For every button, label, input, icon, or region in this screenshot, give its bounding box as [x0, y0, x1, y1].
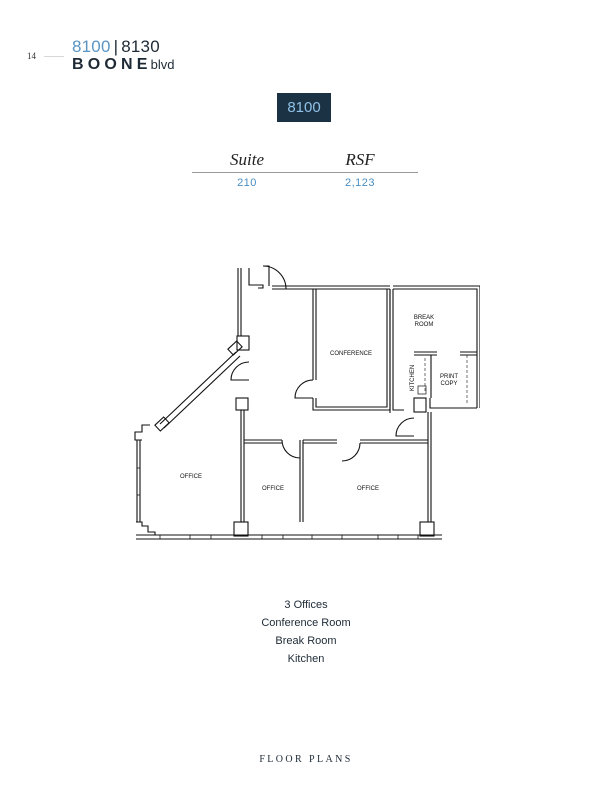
room-label-kitchen: KITCHEN — [410, 365, 416, 391]
room-label-office-left: OFFICE — [180, 474, 202, 480]
footer-section-title: FLOOR PLANS — [259, 754, 353, 765]
page-number-rule — [44, 56, 64, 57]
room-label-office-right: OFFICE — [357, 486, 379, 492]
suite-rsf: 2,123 — [344, 177, 376, 189]
features-list: 3 Offices Conference Room Break Room Kit… — [206, 596, 406, 668]
page-number: 14 — [27, 51, 36, 61]
brand-suffix: blvd — [150, 57, 175, 72]
feature-item: Conference Room — [261, 617, 351, 629]
brand-logo: 8100|8130 BOONEblvd — [72, 38, 175, 74]
header-suite: Suite — [230, 149, 264, 169]
brand-name: BOONE — [72, 56, 152, 73]
room-label-break-1: BREAK — [414, 315, 434, 321]
suite-table-divider — [192, 172, 418, 173]
brand-street: BOONEblvd — [72, 56, 175, 74]
suite-table-header: Suite RSF — [192, 148, 418, 171]
room-label-conference: CONFERENCE — [330, 351, 372, 357]
brand-addresses: 8100|8130 — [72, 38, 175, 56]
brand-separator: | — [113, 37, 119, 56]
brand-secondary-address: 8130 — [121, 37, 160, 56]
feature-item: Break Room — [275, 635, 337, 647]
feature-item: Kitchen — [287, 653, 325, 665]
building-badge: 8100 — [277, 93, 331, 122]
room-label-break-2: ROOM — [415, 322, 434, 328]
brand-primary-address: 8100 — [72, 37, 111, 56]
room-label-office-middle: OFFICE — [262, 486, 284, 492]
header-rsf: RSF — [345, 149, 375, 169]
room-label-copy: COPY — [440, 381, 457, 387]
room-label-print: PRINT — [440, 374, 458, 380]
suite-table: Suite RSF 210 2,123 — [192, 148, 418, 193]
floor-plan: BREAK ROOM CONFERENCE KITCHEN PRINT COPY… — [134, 265, 480, 540]
feature-item: 3 Offices — [284, 599, 328, 611]
table-row: 210 2,123 — [192, 173, 418, 193]
suite-number: 210 — [237, 177, 257, 189]
